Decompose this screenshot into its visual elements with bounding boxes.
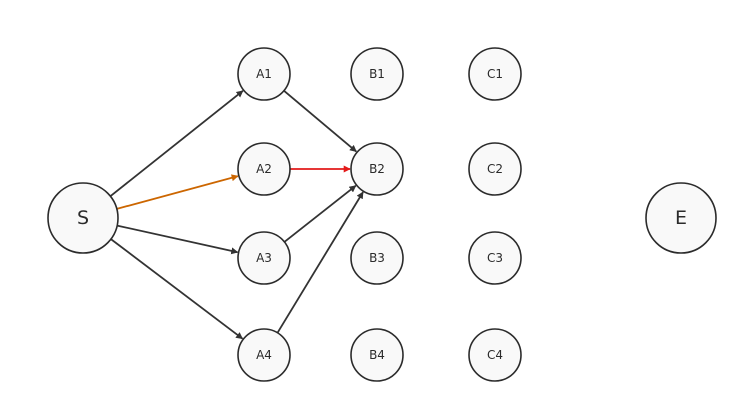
node-circle [350, 328, 404, 382]
edge-s-to-a2 [116, 174, 239, 210]
edge-a3-to-b2 [283, 184, 357, 243]
edge-s-to-a4 [110, 238, 244, 340]
node-label: B4 [369, 348, 385, 362]
node-circle [237, 328, 291, 382]
node-a1: A1 [237, 47, 291, 101]
edge-a1-to-b2 [283, 90, 357, 153]
node-a4: A4 [237, 328, 291, 382]
node-circle [237, 142, 291, 196]
node-label: C1 [487, 67, 503, 81]
node-a3: A3 [237, 231, 291, 285]
edge-a4-to-b2 [276, 191, 364, 334]
node-circle [350, 142, 404, 196]
node-label: B1 [369, 67, 385, 81]
node-c1: C1 [468, 47, 522, 101]
node-b3: B3 [350, 231, 404, 285]
node-circle [237, 47, 291, 101]
node-a2: A2 [237, 142, 291, 196]
node-b1: B1 [350, 47, 404, 101]
node-label: A4 [256, 348, 272, 362]
node-s: S [47, 182, 119, 254]
node-label: C4 [487, 348, 503, 362]
node-circle [237, 231, 291, 285]
node-label: E [675, 207, 687, 229]
node-label: S [77, 207, 89, 229]
node-label: C3 [487, 251, 503, 265]
node-circle [468, 142, 522, 196]
node-c3: C3 [468, 231, 522, 285]
node-label: A3 [256, 251, 272, 265]
node-e: E [645, 182, 717, 254]
node-label: A1 [256, 67, 272, 81]
node-b4: B4 [350, 328, 404, 382]
node-label: A2 [256, 162, 272, 176]
node-circle [468, 47, 522, 101]
node-circle [645, 182, 717, 254]
node-label: B3 [369, 251, 385, 265]
node-label: C2 [487, 162, 503, 176]
node-c4: C4 [468, 328, 522, 382]
node-circle [47, 182, 119, 254]
edges-layer [109, 90, 364, 340]
node-circle [350, 231, 404, 285]
node-label: B2 [369, 162, 385, 176]
edge-s-to-a3 [117, 224, 239, 255]
node-circle [468, 328, 522, 382]
node-b2: B2 [350, 142, 404, 196]
edge-s-to-a1 [109, 90, 244, 197]
node-circle [350, 47, 404, 101]
node-c2: C2 [468, 142, 522, 196]
node-circle [468, 231, 522, 285]
